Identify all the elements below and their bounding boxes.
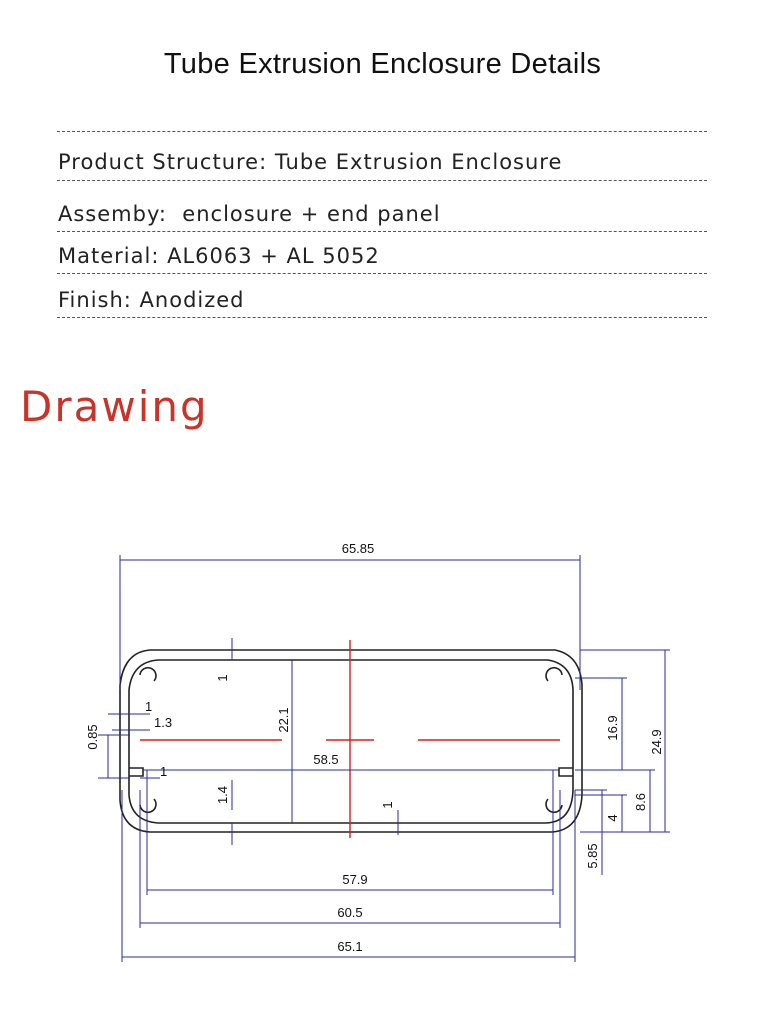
centerlines	[140, 640, 560, 838]
spec-label: Product Structure	[58, 150, 260, 174]
dim-1: 1	[145, 699, 152, 714]
dim-1-top: 1	[215, 674, 230, 681]
slot-top-right	[545, 666, 563, 682]
dim-65-1: 65.1	[337, 939, 362, 954]
drawing-heading: Drawing	[20, 382, 209, 431]
dim-1-4: 1.4	[215, 786, 230, 804]
dim-4: 4	[605, 814, 620, 821]
dimension-lines	[98, 555, 670, 962]
spec-row-finish: Finish: Anodized	[57, 288, 707, 318]
rail-left	[129, 767, 144, 777]
rail-right	[558, 767, 573, 777]
spec-label: Finish	[58, 288, 124, 312]
dim-1-bottom: 1	[380, 801, 395, 808]
dim-1-mid: 1	[160, 764, 167, 779]
dim-22-1: 22.1	[276, 707, 291, 732]
slot-bottom-left	[139, 798, 157, 814]
dim-57-9: 57.9	[342, 872, 367, 887]
spec-divider	[57, 131, 707, 132]
dim-5-85: 5.85	[585, 843, 600, 868]
spec-label: Assemby	[58, 202, 159, 226]
spec-row-assembly: Assemby: enclosure + end panel	[57, 202, 707, 232]
dim-65-85: 65.85	[342, 541, 375, 556]
dim-60-5: 60.5	[337, 905, 362, 920]
spec-label: Material	[58, 244, 152, 268]
dim-0-85: 0.85	[85, 724, 100, 749]
dim-58-5: 58.5	[313, 752, 338, 767]
dim-8-6: 8.6	[633, 793, 648, 811]
spec-row-material: Material: AL6063 + AL 5052	[57, 244, 707, 274]
page-title: Tube Extrusion Enclosure Details	[163, 48, 602, 80]
dim-16-9: 16.9	[605, 715, 620, 740]
dim-1-3: 1.3	[154, 715, 172, 730]
slot-bottom-right	[545, 798, 563, 814]
spec-value: Tube Extrusion Enclosure	[274, 150, 563, 174]
profile-inner	[128, 659, 574, 824]
enclosure-profile	[119, 649, 583, 833]
spec-row-structure: Product Structure: Tube Extrusion Enclos…	[57, 150, 707, 181]
spec-value: AL6063 + AL 5052	[167, 244, 380, 268]
spec-value: enclosure + end panel	[182, 202, 441, 226]
spec-value: Anodized	[139, 288, 245, 312]
dim-24-9: 24.9	[649, 729, 664, 754]
slot-top-left	[139, 666, 157, 682]
profile-outer	[119, 649, 583, 833]
